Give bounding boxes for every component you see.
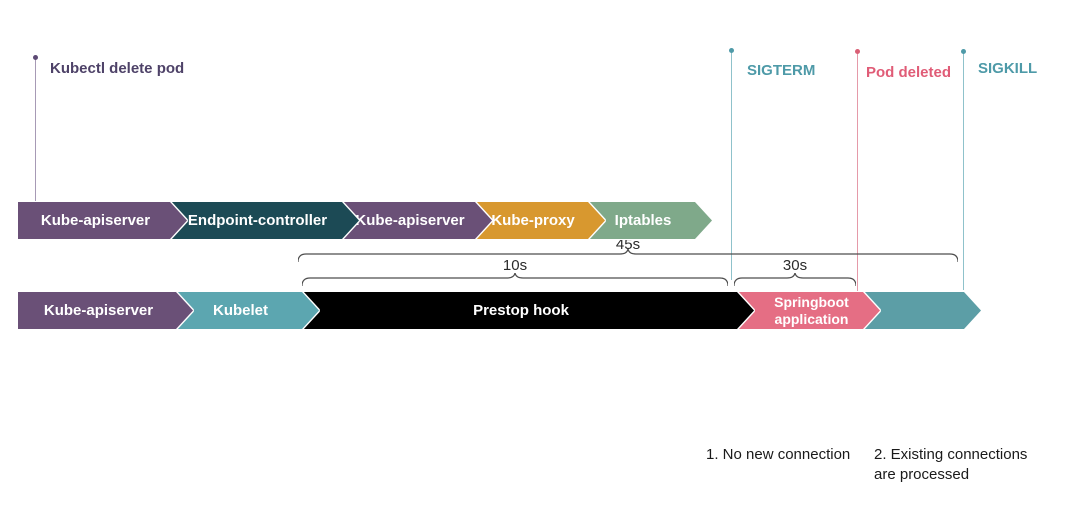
arrow-endpoint-controller: Endpoint-controller bbox=[170, 202, 359, 239]
duration-45s-label: 45s bbox=[615, 236, 641, 253]
arrow-kube-apiserver-row2: Kube-apiserver bbox=[18, 292, 193, 329]
sigkill-label: SIGKILL bbox=[978, 60, 1038, 77]
arrow-kube-apiserver-1: Kube-apiserver bbox=[18, 202, 187, 239]
sigterm-label: SIGTERM bbox=[747, 62, 816, 79]
arrow-kube-apiserver-2-label: Kube-apiserver bbox=[342, 202, 492, 239]
arrow-kube-apiserver-row2-label: Kube-apiserver bbox=[18, 292, 193, 329]
duration-10s-label: 10s bbox=[502, 257, 528, 274]
arrow-kubelet: Kubelet bbox=[176, 292, 319, 329]
bracket-45s bbox=[298, 249, 958, 262]
arrow-iptables: Iptables bbox=[588, 202, 712, 239]
pod-deleted-marker-line bbox=[857, 52, 858, 292]
arrow-grace-period-tail-label bbox=[863, 292, 981, 329]
arrow-iptables-label: Iptables bbox=[588, 202, 712, 239]
bracket-10s bbox=[302, 273, 728, 286]
sigkill-marker-line bbox=[963, 52, 964, 290]
pod-deleted-label: Pod deleted bbox=[866, 64, 952, 81]
sigkill-marker-dot bbox=[961, 49, 966, 54]
arrow-kube-apiserver-1-label: Kube-apiserver bbox=[18, 202, 187, 239]
note-existing-connections-line2: are processed bbox=[874, 465, 970, 483]
arrow-springboot-application-label: Springboot application bbox=[737, 292, 880, 329]
note-no-new-connection: 1. No new connection bbox=[706, 446, 851, 463]
arrow-prestop-hook-label: Prestop hook bbox=[302, 292, 754, 329]
control-plane-arrow-row: Kube-apiserver Endpoint-controller Kube-… bbox=[18, 202, 712, 239]
arrow-kube-proxy-label: Kube-proxy bbox=[475, 202, 605, 239]
arrow-prestop-hook: Prestop hook bbox=[302, 292, 754, 329]
note-existing-connections: 2. Existing connections are processed bbox=[874, 445, 1027, 484]
arrow-springboot-application: Springboot application bbox=[737, 292, 880, 329]
arrow-kube-proxy: Kube-proxy bbox=[475, 202, 605, 239]
sigterm-marker-dot bbox=[729, 48, 734, 53]
pod-deleted-marker-dot bbox=[855, 49, 860, 54]
duration-30s-label: 30s bbox=[782, 257, 808, 274]
arrow-kube-apiserver-2: Kube-apiserver bbox=[342, 202, 492, 239]
note-existing-connections-line1: 2. Existing connections bbox=[874, 446, 1028, 463]
kubectl-delete-pod-label: Kubectl delete pod bbox=[50, 60, 185, 77]
arrow-kubelet-label: Kubelet bbox=[176, 292, 319, 329]
arrow-endpoint-controller-label: Endpoint-controller bbox=[170, 202, 359, 239]
sigterm-marker-line bbox=[731, 51, 732, 280]
kubectl-delete-pod-marker-line bbox=[35, 58, 36, 202]
arrow-grace-period-tail bbox=[863, 292, 981, 329]
bracket-30s bbox=[734, 273, 856, 286]
kubectl-marker-dot bbox=[33, 55, 38, 60]
pod-shutdown-arrow-row: Kube-apiserver Kubelet Prestop hook Spri… bbox=[18, 292, 981, 329]
